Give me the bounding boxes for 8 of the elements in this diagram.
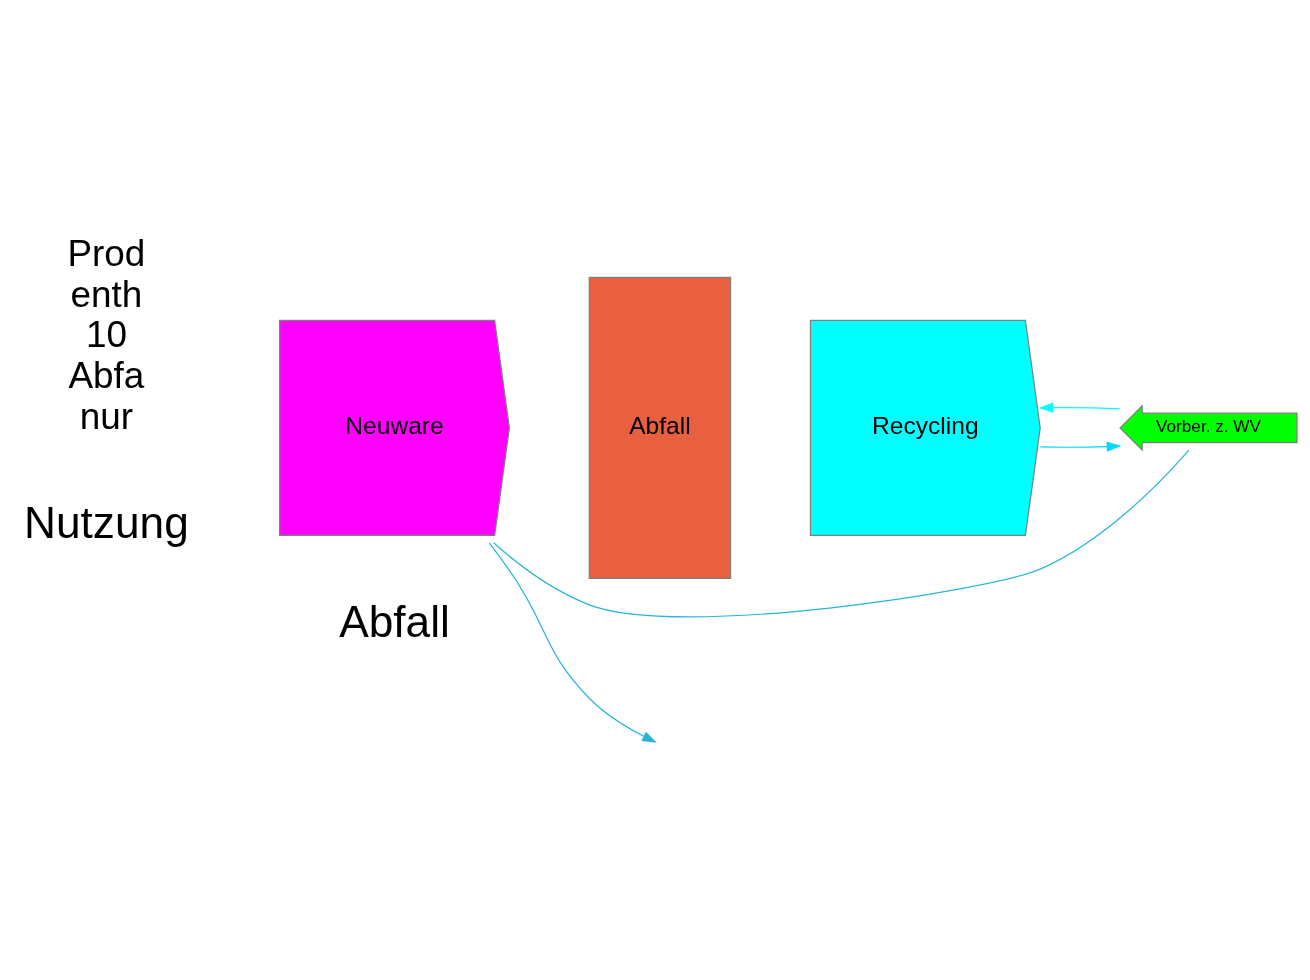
label: Nutzung — [24, 498, 189, 548]
arrow — [1039, 441, 1122, 452]
arrow — [1038, 402, 1121, 413]
node-box: Abfall — [588, 276, 732, 579]
connector — [493, 449, 1190, 618]
label: Abfall — [339, 596, 450, 646]
label: Prod enth 10 Abfa nur — [67, 233, 146, 437]
arrow — [488, 542, 657, 743]
